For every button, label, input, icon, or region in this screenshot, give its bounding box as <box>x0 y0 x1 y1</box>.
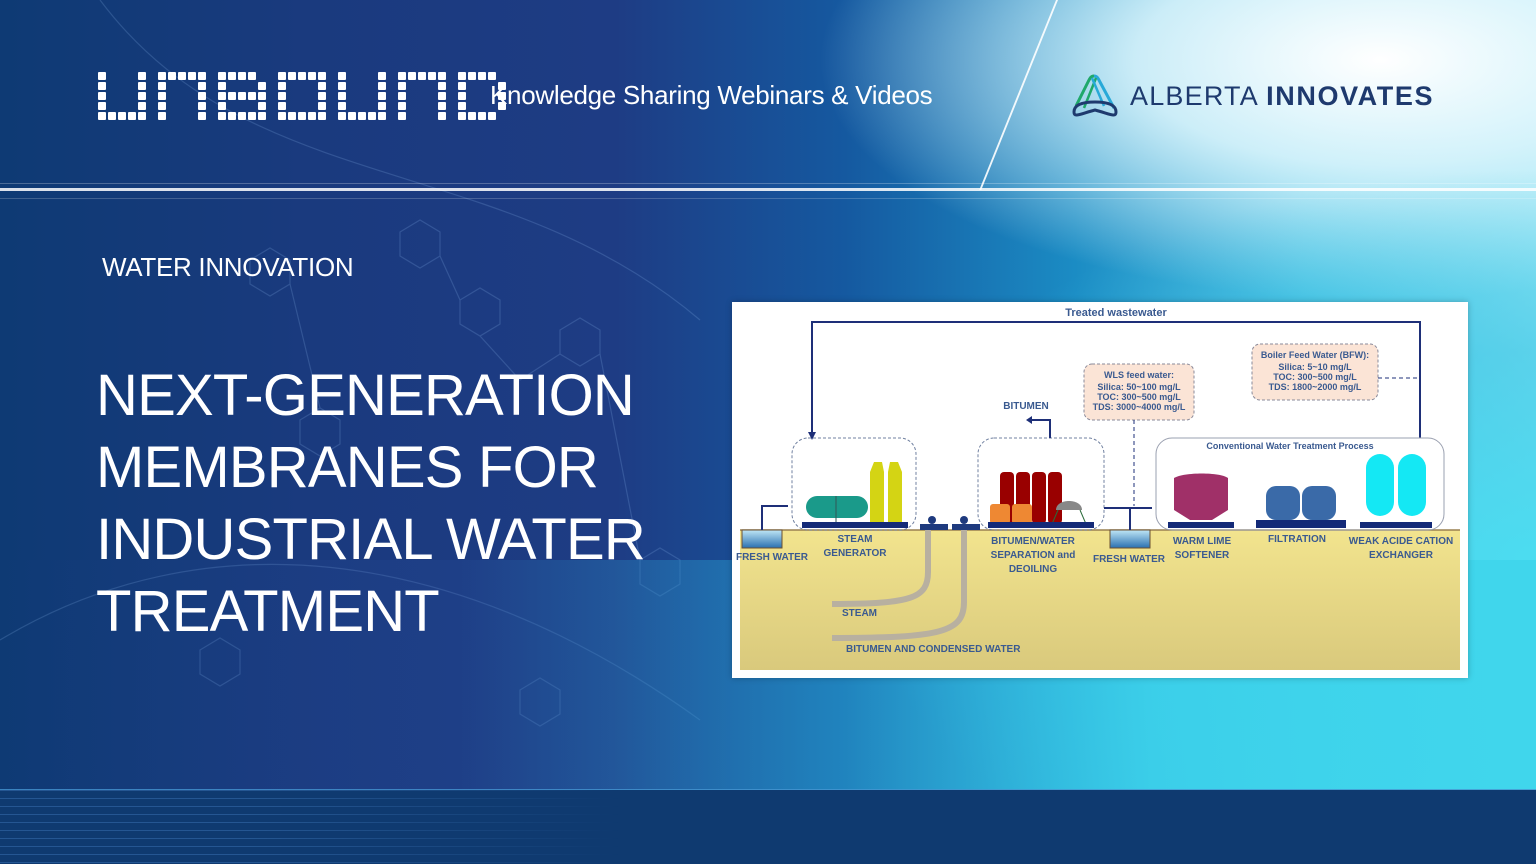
ground-layer <box>740 530 1460 670</box>
wordmark-alberta: ALBERTA <box>1130 80 1258 111</box>
station-label: SEPARATION and <box>991 550 1076 561</box>
treated-wastewater-label: Treated wastewater <box>1065 307 1167 319</box>
sagd-water-process-diagram: Treated wastewater WLS feed water: Silic… <box>736 307 1460 670</box>
header-divider <box>0 188 1536 191</box>
bfw-title: Boiler Feed Water (BFW): <box>1261 350 1369 360</box>
footer-bar <box>0 790 1536 864</box>
unbound-logo-letter <box>338 72 386 120</box>
unbound-logo-letter <box>278 72 326 120</box>
unbound-logo-letter <box>218 72 266 120</box>
title-line: MEMBRANES FOR <box>96 435 599 500</box>
station-label: DEOILING <box>1009 564 1058 575</box>
title-line: TREATMENT <box>96 579 440 644</box>
footer-stripes <box>0 790 620 864</box>
station-label: STEAM <box>838 534 873 545</box>
station-label: FRESH WATER <box>736 552 809 563</box>
unbound-logo-letter <box>458 72 506 120</box>
wls-line: TOC: 300~500 mg/L <box>1097 392 1181 402</box>
bitumen-label: BITUMEN <box>1003 401 1049 412</box>
station-label: WEAK ACIDE CATION <box>1349 536 1453 547</box>
alberta-innovates-logo[interactable]: ALBERTA INNOVATES <box>1070 72 1434 120</box>
wls-line: Silica: 50~100 mg/L <box>1097 382 1181 392</box>
bitumen-condensed-water-label: BITUMEN AND CONDENSED WATER <box>846 644 1021 655</box>
wls-line: TDS: 3000~4000 mg/L <box>1093 402 1186 412</box>
process-group-label: Conventional Water Treatment Process <box>1206 441 1373 451</box>
process-diagram-card: Treated wastewater WLS feed water: Silic… <box>732 302 1468 678</box>
station-label: GENERATOR <box>824 548 888 559</box>
category-label: WATER INNOVATION <box>102 252 354 282</box>
title-line: INDUSTRIAL WATER <box>96 507 646 572</box>
wordmark-innovates: INNOVATES <box>1266 80 1435 111</box>
wls-title: WLS feed water: <box>1104 370 1174 380</box>
bfw-line: TOC: 300~500 mg/L <box>1273 372 1357 382</box>
page-title: NEXT-GENERATION MEMBRANES FOR INDUSTRIAL… <box>96 360 646 648</box>
unbound-logo-letter <box>398 72 446 120</box>
bfw-line: Silica: 5~10 mg/L <box>1278 362 1352 372</box>
alberta-innovates-wordmark: ALBERTA INNOVATES <box>1130 81 1434 112</box>
title-line: NEXT-GENERATION <box>96 363 635 428</box>
header-tagline: Knowledge Sharing Webinars & Videos <box>490 80 933 110</box>
unbound-logo-letter <box>98 72 146 120</box>
station-label: BITUMEN/WATER <box>991 536 1075 547</box>
station-label: FRESH WATER <box>1093 554 1166 565</box>
steam-label: STEAM <box>842 608 877 619</box>
station-label: SOFTENER <box>1175 550 1230 561</box>
divider-thin <box>0 183 1536 184</box>
station-label: FILTRATION <box>1268 534 1326 545</box>
station-label: WARM LIME <box>1173 536 1232 547</box>
divider-thin <box>0 198 1536 199</box>
bfw-line: TDS: 1800~2000 mg/L <box>1269 382 1362 392</box>
unbound-logo[interactable]: UNBOUND <box>98 72 512 120</box>
unbound-logo-letter <box>158 72 206 120</box>
alberta-innovates-triangle-icon <box>1072 74 1118 117</box>
station-label: EXCHANGER <box>1369 550 1434 561</box>
